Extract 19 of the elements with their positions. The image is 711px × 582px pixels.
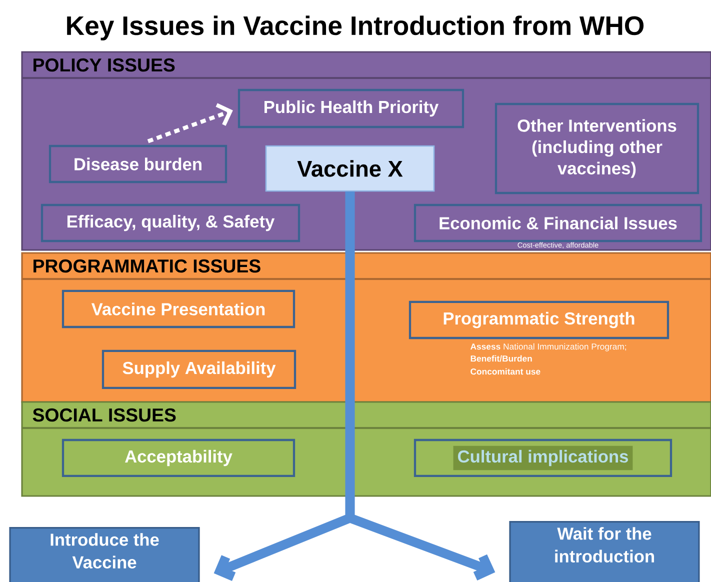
title: Key Issues in Vaccine Introduction from WHO <box>67 16 644 40</box>
issue-box: Vaccine Presentation <box>62 290 296 328</box>
issue-box: Economic & Financial Issues <box>414 204 702 242</box>
outcome-box: Introduce the Vaccine <box>9 527 200 582</box>
note: Assess National Immunization Program; <box>470 343 626 352</box>
arrow <box>147 103 233 144</box>
issue-box: Supply Availability <box>102 350 296 390</box>
issue-box: Programmatic Strength <box>408 300 670 340</box>
arrow <box>345 192 496 580</box>
issue-box: Efficacy, quality, & Safety <box>40 204 300 242</box>
issue-box: Cultural implications <box>414 438 672 478</box>
vaccine-box: Vaccine X <box>265 145 435 192</box>
issue-box: Acceptability <box>62 438 296 478</box>
note: Concomitant use <box>470 368 540 375</box>
issue-box: Other Interventions (including other vaccines) <box>494 102 700 194</box>
issue-box: Disease burden <box>48 144 228 184</box>
note: Benefit/Burden <box>470 355 532 362</box>
outcome-box: Wait for the introduction <box>509 521 700 582</box>
issue-box: Public Health Priority <box>238 88 464 128</box>
